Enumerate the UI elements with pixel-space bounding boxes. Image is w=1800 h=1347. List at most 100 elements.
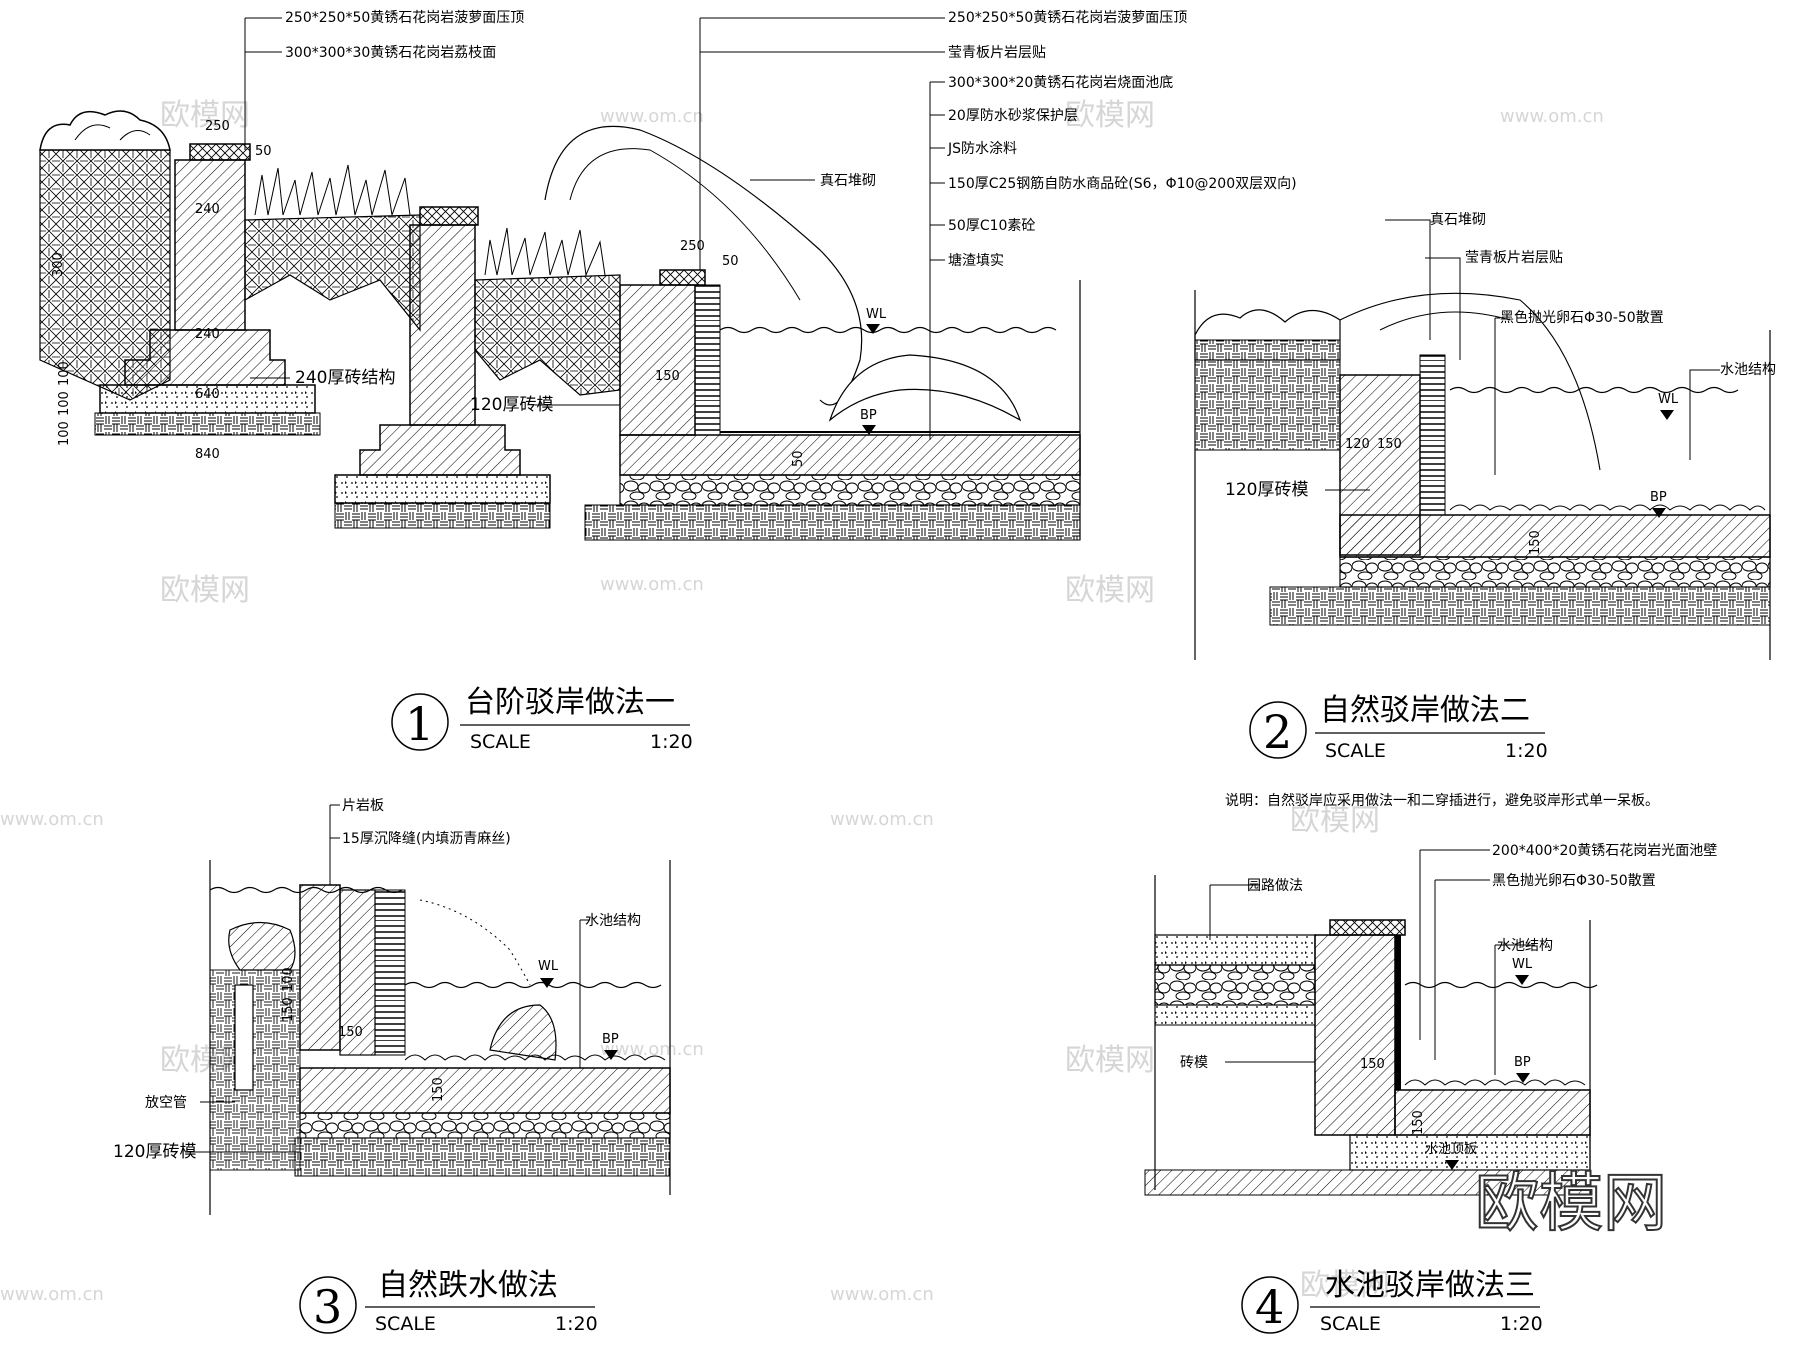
dim-text: 250 [680,239,705,254]
dim-text: 250 [205,119,230,134]
detail-number-circle [1241,1276,1299,1334]
dim-text: 100 [57,361,72,386]
dim-text: 150 [1528,530,1543,555]
callout-settlement-joint: 15厚沉降缝(内填沥青麻丝) [342,831,511,847]
dim-text: 240 [195,202,220,217]
callout-capping-stone: 250*250*50黄锈石花岗岩菠萝面压顶 [948,9,1187,26]
detail-4-section: WL BP 200*400*20黄锈石花岗岩光面池壁 黑色抛光卵石Φ30-50散… [1144,842,1717,1335]
callout-brick-mold: 120厚砖模 [470,395,553,415]
watermark-url: www.om.cn [830,1284,934,1305]
marker-bp: BP [1514,1055,1531,1070]
callout-brick-mold: 砖模 [1180,1055,1208,1071]
callout-path-construction: 园路做法 [1247,878,1303,894]
dim-text: 240 [195,327,220,342]
dim-text: 150 [1360,1057,1385,1072]
detail-number-circle [1249,701,1307,759]
detail-title: 自然驳岸做法二 [1320,693,1530,728]
callout-brick-mold: 120厚砖模 [1225,480,1308,500]
callout-pebbles: 黑色抛光卵石Φ30-50散置 [1492,872,1656,889]
watermark-logo: 欧模网 [1475,1167,1667,1241]
scale-label: SCALE [470,731,531,753]
callout-slate-board: 片岩板 [342,798,384,814]
detail-number: 2 [1263,705,1292,759]
watermark-cn: 欧模网 [160,98,250,133]
callout-granite-paving: 300*300*30黄锈石花岗岩荔枝面 [285,44,496,61]
dim-text: 50 [255,144,272,159]
dim-text: 50 [722,254,739,269]
callout-js-coating: JS防水涂料 [947,141,1017,157]
dim-text: 150 [431,1077,446,1102]
callout-capping-stone: 250*250*50黄锈石花岗岩菠萝面压顶 [285,9,524,26]
dim-text: 840 [195,447,220,462]
detail-1-section: WL BP 250 50 240 240 640 840 300 100 100… [39,9,1297,753]
callout-concrete-slab: 150厚C25钢筋自防水商品砼(S6，Φ10@200双层双向) [948,175,1297,192]
scale-value: 1:20 [1500,1313,1543,1335]
watermark-url: www.om.cn [830,809,934,830]
detail-number: 3 [313,1280,342,1334]
callout-stacked-stone: 真石堆砌 [1430,212,1486,228]
callout-pool-structure: 水池结构 [1720,362,1776,378]
dim-text: 150 [338,1025,363,1040]
callout-slate-cladding: 莹青板片岩层贴 [1465,250,1563,266]
marker-wl: WL [1658,392,1679,407]
dim-text: 100 [57,421,72,446]
scale-value: 1:20 [650,731,693,753]
callout-mortar-layer: 20厚防水砂浆保护层 [948,108,1078,124]
detail-3-section: WL BP 片岩板 15厚沉降缝(内填沥青麻丝) 水池结构 放空管 120厚砖模… [113,798,671,1335]
dim-text: 100 [281,967,296,992]
callout-pool-structure: 水池结构 [585,913,641,929]
callout-pool-slab: 水池顶板 [1425,1142,1477,1157]
marker-bp: BP [860,408,877,423]
callout-slate-cladding: 莹青板片岩层贴 [948,45,1046,61]
watermark-cn: 欧模网 [1300,1268,1390,1303]
detail-title: 水池驳岸做法三 [1325,1268,1535,1303]
callout-drain-pipe: 放空管 [145,1095,187,1111]
marker-bp: BP [1650,490,1667,505]
scale-label: SCALE [375,1313,436,1335]
marker-wl: WL [866,307,887,322]
watermark-cn: 欧模网 [1065,98,1155,133]
detail-number-circle [391,693,449,751]
watermark-cn: 欧模网 [1065,1043,1155,1078]
watermark-cn: 欧模网 [160,573,250,608]
watermark-url: www.om.cn [1500,106,1604,127]
dim-text: 640 [195,387,220,402]
watermark-cn: 欧模网 [1290,803,1380,838]
marker-wl: WL [1512,957,1533,972]
dim-text: 300 [51,252,66,277]
callout-stacked-stone: 真石堆砌 [820,173,876,189]
dim-text: 50 [791,450,806,467]
marker-bp: BP [602,1032,619,1047]
callout-brick-mold: 120厚砖模 [113,1142,196,1162]
detail-2-section: WL BP 真石堆砌 莹青板片岩层贴 黑色抛光卵石Φ30-50散置 水池结构 1… [1194,212,1776,809]
detail-number-circle [299,1276,357,1334]
design-note: 说明：自然驳岸应采用做法一和二穿插进行，避免驳岸形式单一呆板。 [1225,792,1659,809]
callout-pebbles: 黑色抛光卵石Φ30-50散置 [1500,309,1664,326]
marker-wl: WL [538,959,559,974]
callout-rubble-fill: 塘渣填实 [948,253,1004,269]
dim-text: 150 [1377,437,1402,452]
scale-label: SCALE [1325,740,1386,762]
watermark-url: www.om.cn [0,809,104,830]
callout-pool-floor: 300*300*20黄锈石花岗岩烧面池底 [948,74,1173,91]
scale-value: 1:20 [555,1313,598,1335]
detail-number: 4 [1255,1280,1284,1334]
detail-title: 台阶驳岸做法一 [465,685,675,720]
watermark-cn: 欧模网 [1065,573,1155,608]
watermark-url: www.om.cn [600,574,704,595]
callout-brick-structure: 240厚砖结构 [295,368,395,388]
scale-label: SCALE [1320,1313,1381,1335]
scale-value: 1:20 [1505,740,1548,762]
dim-text: 120 [1345,437,1370,452]
dim-text: 150 [281,997,296,1022]
detail-title: 自然跌水做法 [378,1268,558,1303]
dim-text: 150 [1411,1110,1426,1135]
callout-pool-structure: 水池结构 [1497,938,1553,954]
watermark-url: www.om.cn [600,1039,704,1060]
watermark-url: www.om.cn [600,106,704,127]
detail-number: 1 [405,697,434,751]
dim-text: 150 [655,369,680,384]
dim-text: 100 [57,391,72,416]
callout-plain-concrete: 50厚C10素砼 [948,218,1035,234]
